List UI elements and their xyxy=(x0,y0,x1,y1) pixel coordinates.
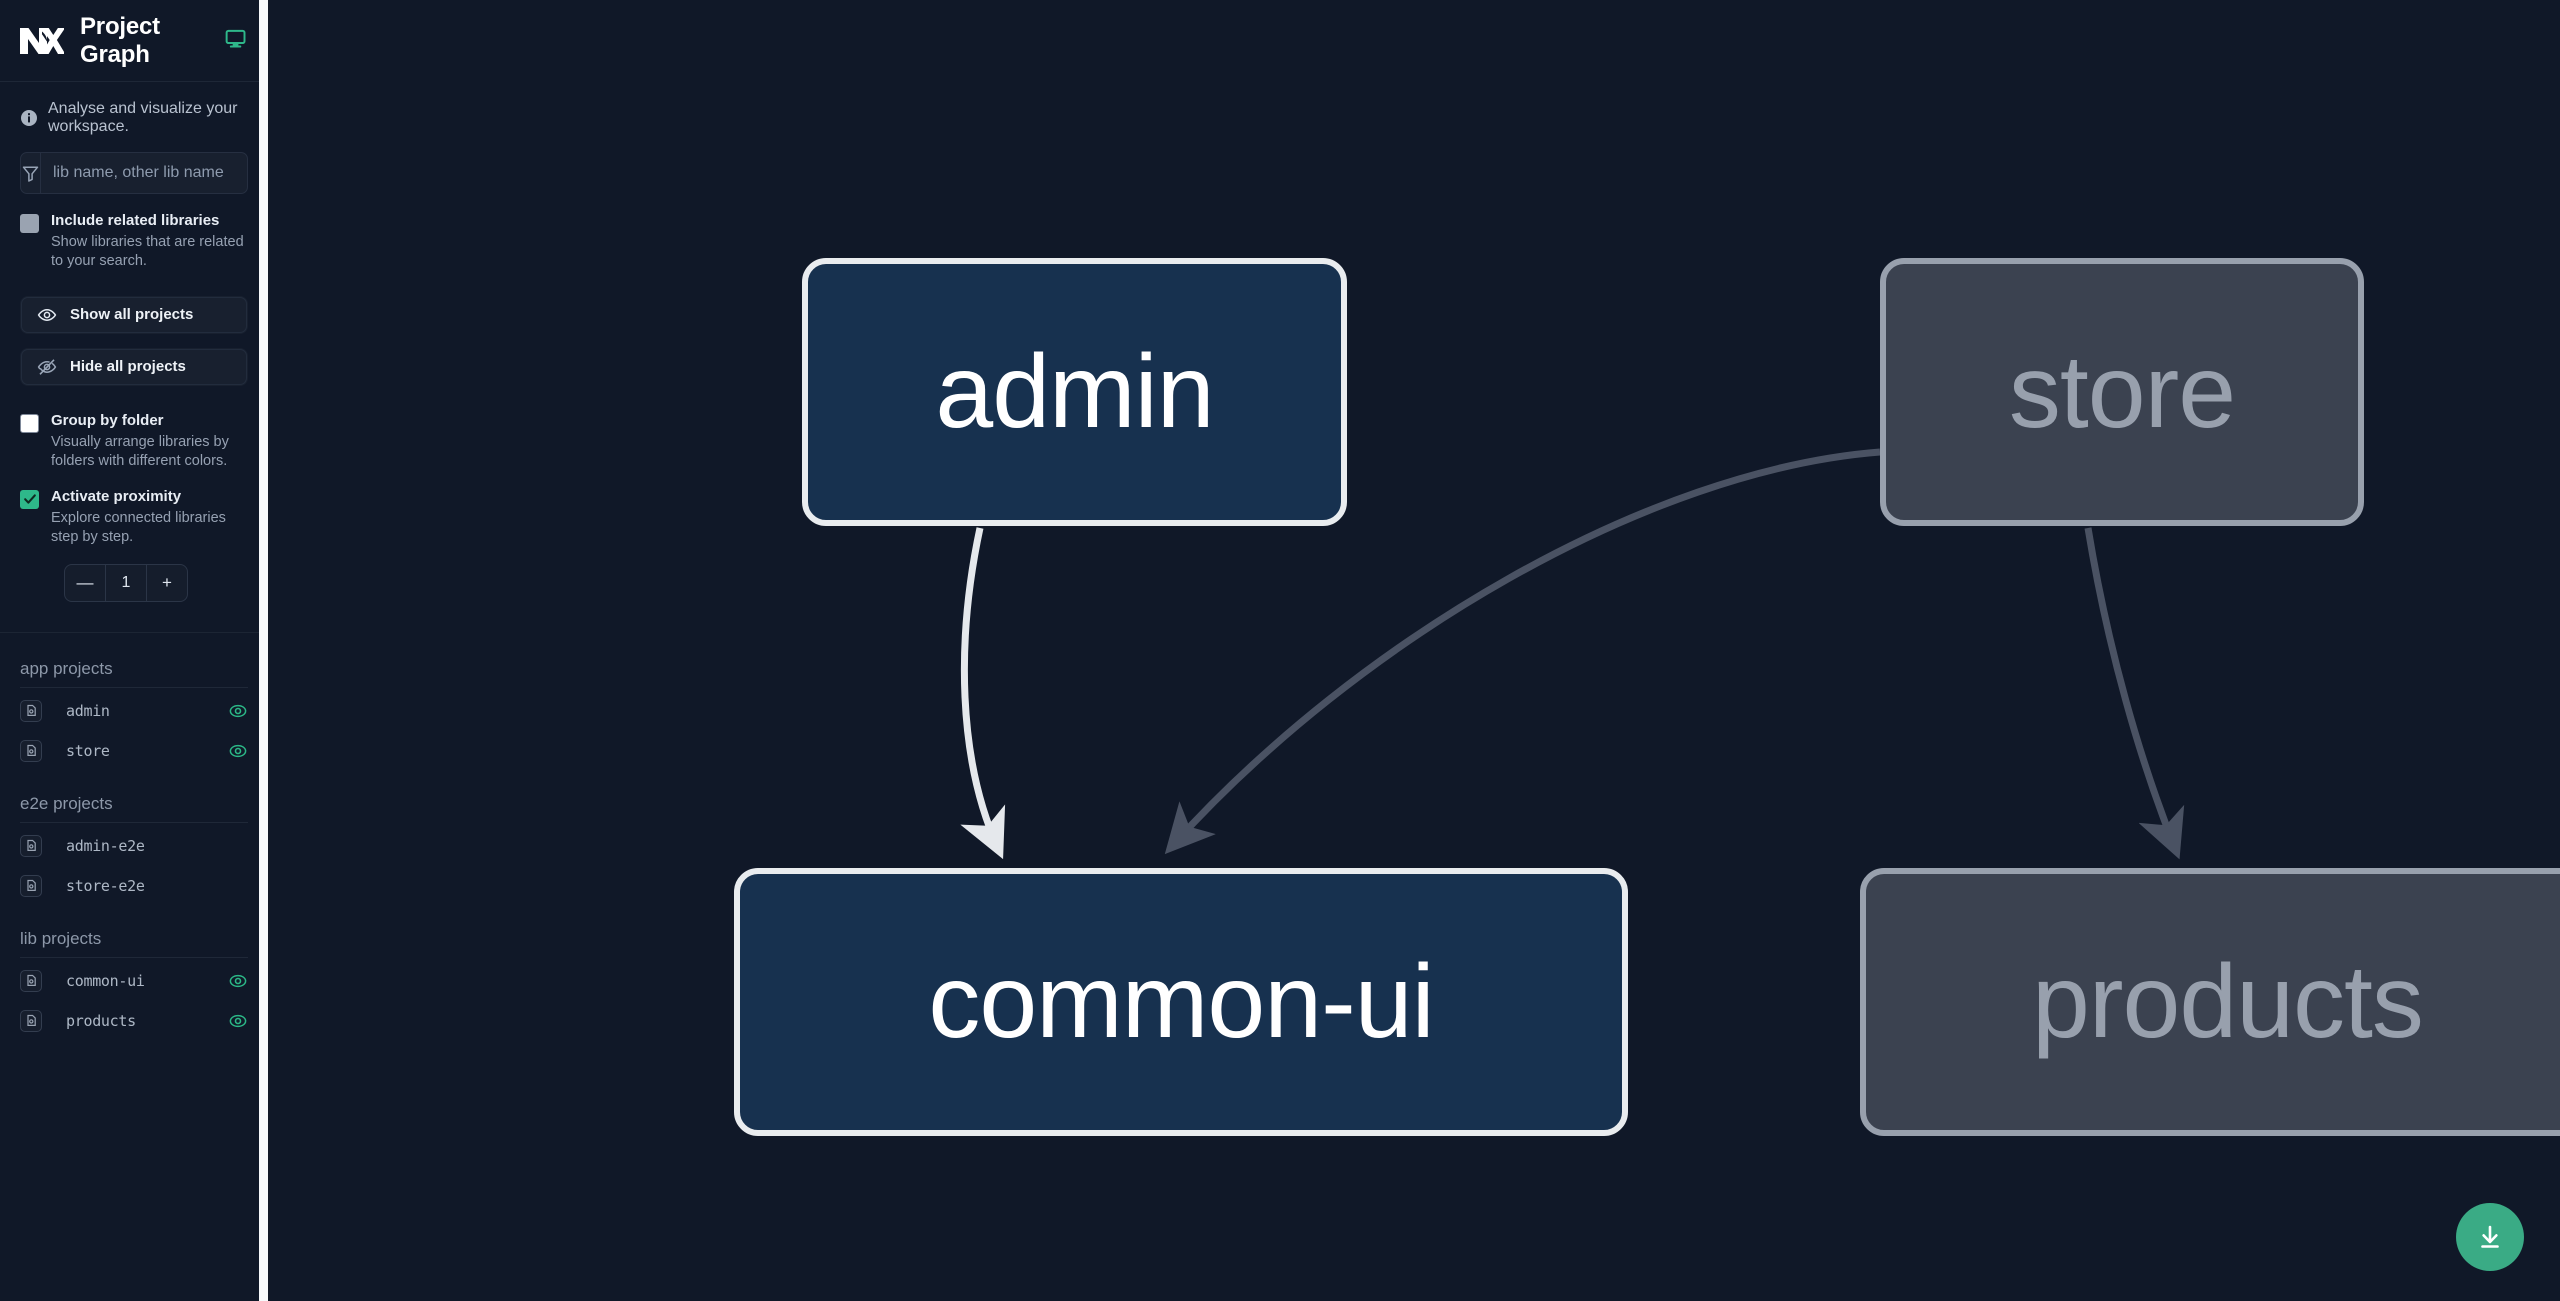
project-file-icon xyxy=(20,739,42,762)
option-label: Activate proximity xyxy=(51,487,182,505)
checkbox-activate-proximity[interactable] xyxy=(20,489,39,509)
hide-all-projects-label: Hide all projects xyxy=(70,358,186,376)
project-visibility-eye-icon[interactable] xyxy=(228,971,248,991)
project-row-common-ui[interactable]: common-ui xyxy=(20,964,248,998)
show-all-projects-button[interactable]: Show all projects xyxy=(20,295,248,334)
graph-node-label: admin xyxy=(935,334,1214,450)
group-rule xyxy=(20,956,248,958)
option-description: Show libraries that are related to your … xyxy=(51,233,244,270)
download-graph-button[interactable] xyxy=(2456,1203,2524,1271)
monitor-icon[interactable] xyxy=(225,28,246,54)
project-file-icon xyxy=(20,834,42,857)
option-group-by-folder[interactable]: Group by folder Visually arrange librari… xyxy=(20,412,248,472)
info-icon xyxy=(20,109,38,127)
search-bar[interactable] xyxy=(20,152,248,194)
show-all-projects-label: Show all projects xyxy=(70,306,194,324)
search-input[interactable] xyxy=(41,153,247,193)
project-name: store-e2e xyxy=(66,876,145,895)
project-graph-canvas[interactable]: admin store common-ui products xyxy=(268,0,2560,1301)
project-group-lib: lib projects common-ui xyxy=(0,929,268,1038)
proximity-value: 1 xyxy=(105,564,146,601)
option-include-related-libraries[interactable]: Include related libraries Show libraries… xyxy=(20,212,248,272)
project-name: store xyxy=(66,741,110,760)
sidebar-subtitle: Analyse and visualize your workspace. xyxy=(0,82,268,152)
eye-icon xyxy=(37,308,57,321)
graph-node-label: store xyxy=(2008,334,2236,450)
proximity-increment-button[interactable]: + xyxy=(146,564,187,601)
project-name: products xyxy=(66,1011,136,1030)
project-row-admin-e2e[interactable]: admin-e2e xyxy=(20,829,248,863)
sidebar-controls: Include related libraries Show libraries… xyxy=(0,152,268,602)
proximity-decrement-button[interactable]: — xyxy=(76,572,94,592)
project-file-icon xyxy=(20,969,42,992)
project-name: admin xyxy=(66,701,110,720)
page-title: Project Graph xyxy=(80,12,160,68)
project-name: common-ui xyxy=(66,971,145,990)
project-row-admin[interactable]: admin xyxy=(20,694,248,728)
project-row-store[interactable]: store xyxy=(20,734,248,768)
project-visibility-eye-icon[interactable] xyxy=(228,701,248,721)
project-group-title: app projects xyxy=(20,658,113,678)
option-label: Group by folder xyxy=(51,411,164,429)
graph-node-store[interactable]: store xyxy=(1880,258,2364,526)
download-icon xyxy=(2481,1225,2499,1248)
checkbox-group-by-folder[interactable] xyxy=(20,413,39,433)
project-visibility-eye-icon[interactable] xyxy=(228,741,248,761)
proximity-stepper[interactable]: — 1 + xyxy=(64,563,188,602)
hide-all-projects-button[interactable]: Hide all projects xyxy=(20,347,248,386)
edge-admin-to-common-ui xyxy=(960,527,1006,860)
project-name: admin-e2e xyxy=(66,836,145,855)
option-label: Include related libraries xyxy=(51,212,220,229)
nx-logo-icon xyxy=(18,22,66,60)
group-rule xyxy=(20,686,248,688)
graph-node-admin[interactable]: admin xyxy=(802,258,1347,526)
project-row-store-e2e[interactable]: store-e2e xyxy=(20,869,248,903)
checkbox-include-related-libraries[interactable] xyxy=(20,214,39,233)
graph-node-label: products xyxy=(2032,944,2424,1060)
eye-off-icon xyxy=(37,359,57,375)
graph-node-products[interactable]: products xyxy=(1860,868,2560,1136)
sidebar: Project Graph Analyse and visualize your… xyxy=(0,0,268,1301)
project-file-icon xyxy=(20,699,42,722)
project-visibility-eye-icon[interactable] xyxy=(228,1011,248,1031)
sidebar-subtitle-text: Analyse and visualize your workspace. xyxy=(48,100,238,135)
graph-node-label: common-ui xyxy=(928,944,1434,1060)
project-file-icon xyxy=(20,1009,42,1032)
project-group-title: e2e projects xyxy=(20,793,113,813)
graph-node-common-ui[interactable]: common-ui xyxy=(734,868,1628,1136)
project-group-e2e: e2e projects admin-e2e xyxy=(0,794,268,903)
sidebar-header: Project Graph xyxy=(0,0,268,82)
edge-store-to-products xyxy=(2084,527,2185,860)
option-description: Explore connected libraries step by step… xyxy=(51,509,226,546)
project-file-icon xyxy=(20,874,42,897)
project-group-app: app projects admin xyxy=(0,659,268,768)
project-row-products[interactable]: products xyxy=(20,1004,248,1038)
edge-store-to-common-ui xyxy=(1164,448,1881,855)
option-description: Visually arrange libraries by folders wi… xyxy=(51,433,229,470)
sidebar-divider xyxy=(0,631,268,633)
group-rule xyxy=(20,821,248,823)
option-activate-proximity[interactable]: Activate proximity Explore connected lib… xyxy=(20,488,248,548)
sidebar-scrollbar[interactable] xyxy=(259,0,268,1301)
project-group-title: lib projects xyxy=(20,928,102,948)
graph-edges-layer xyxy=(960,448,2185,860)
filter-funnel-icon xyxy=(21,153,41,193)
